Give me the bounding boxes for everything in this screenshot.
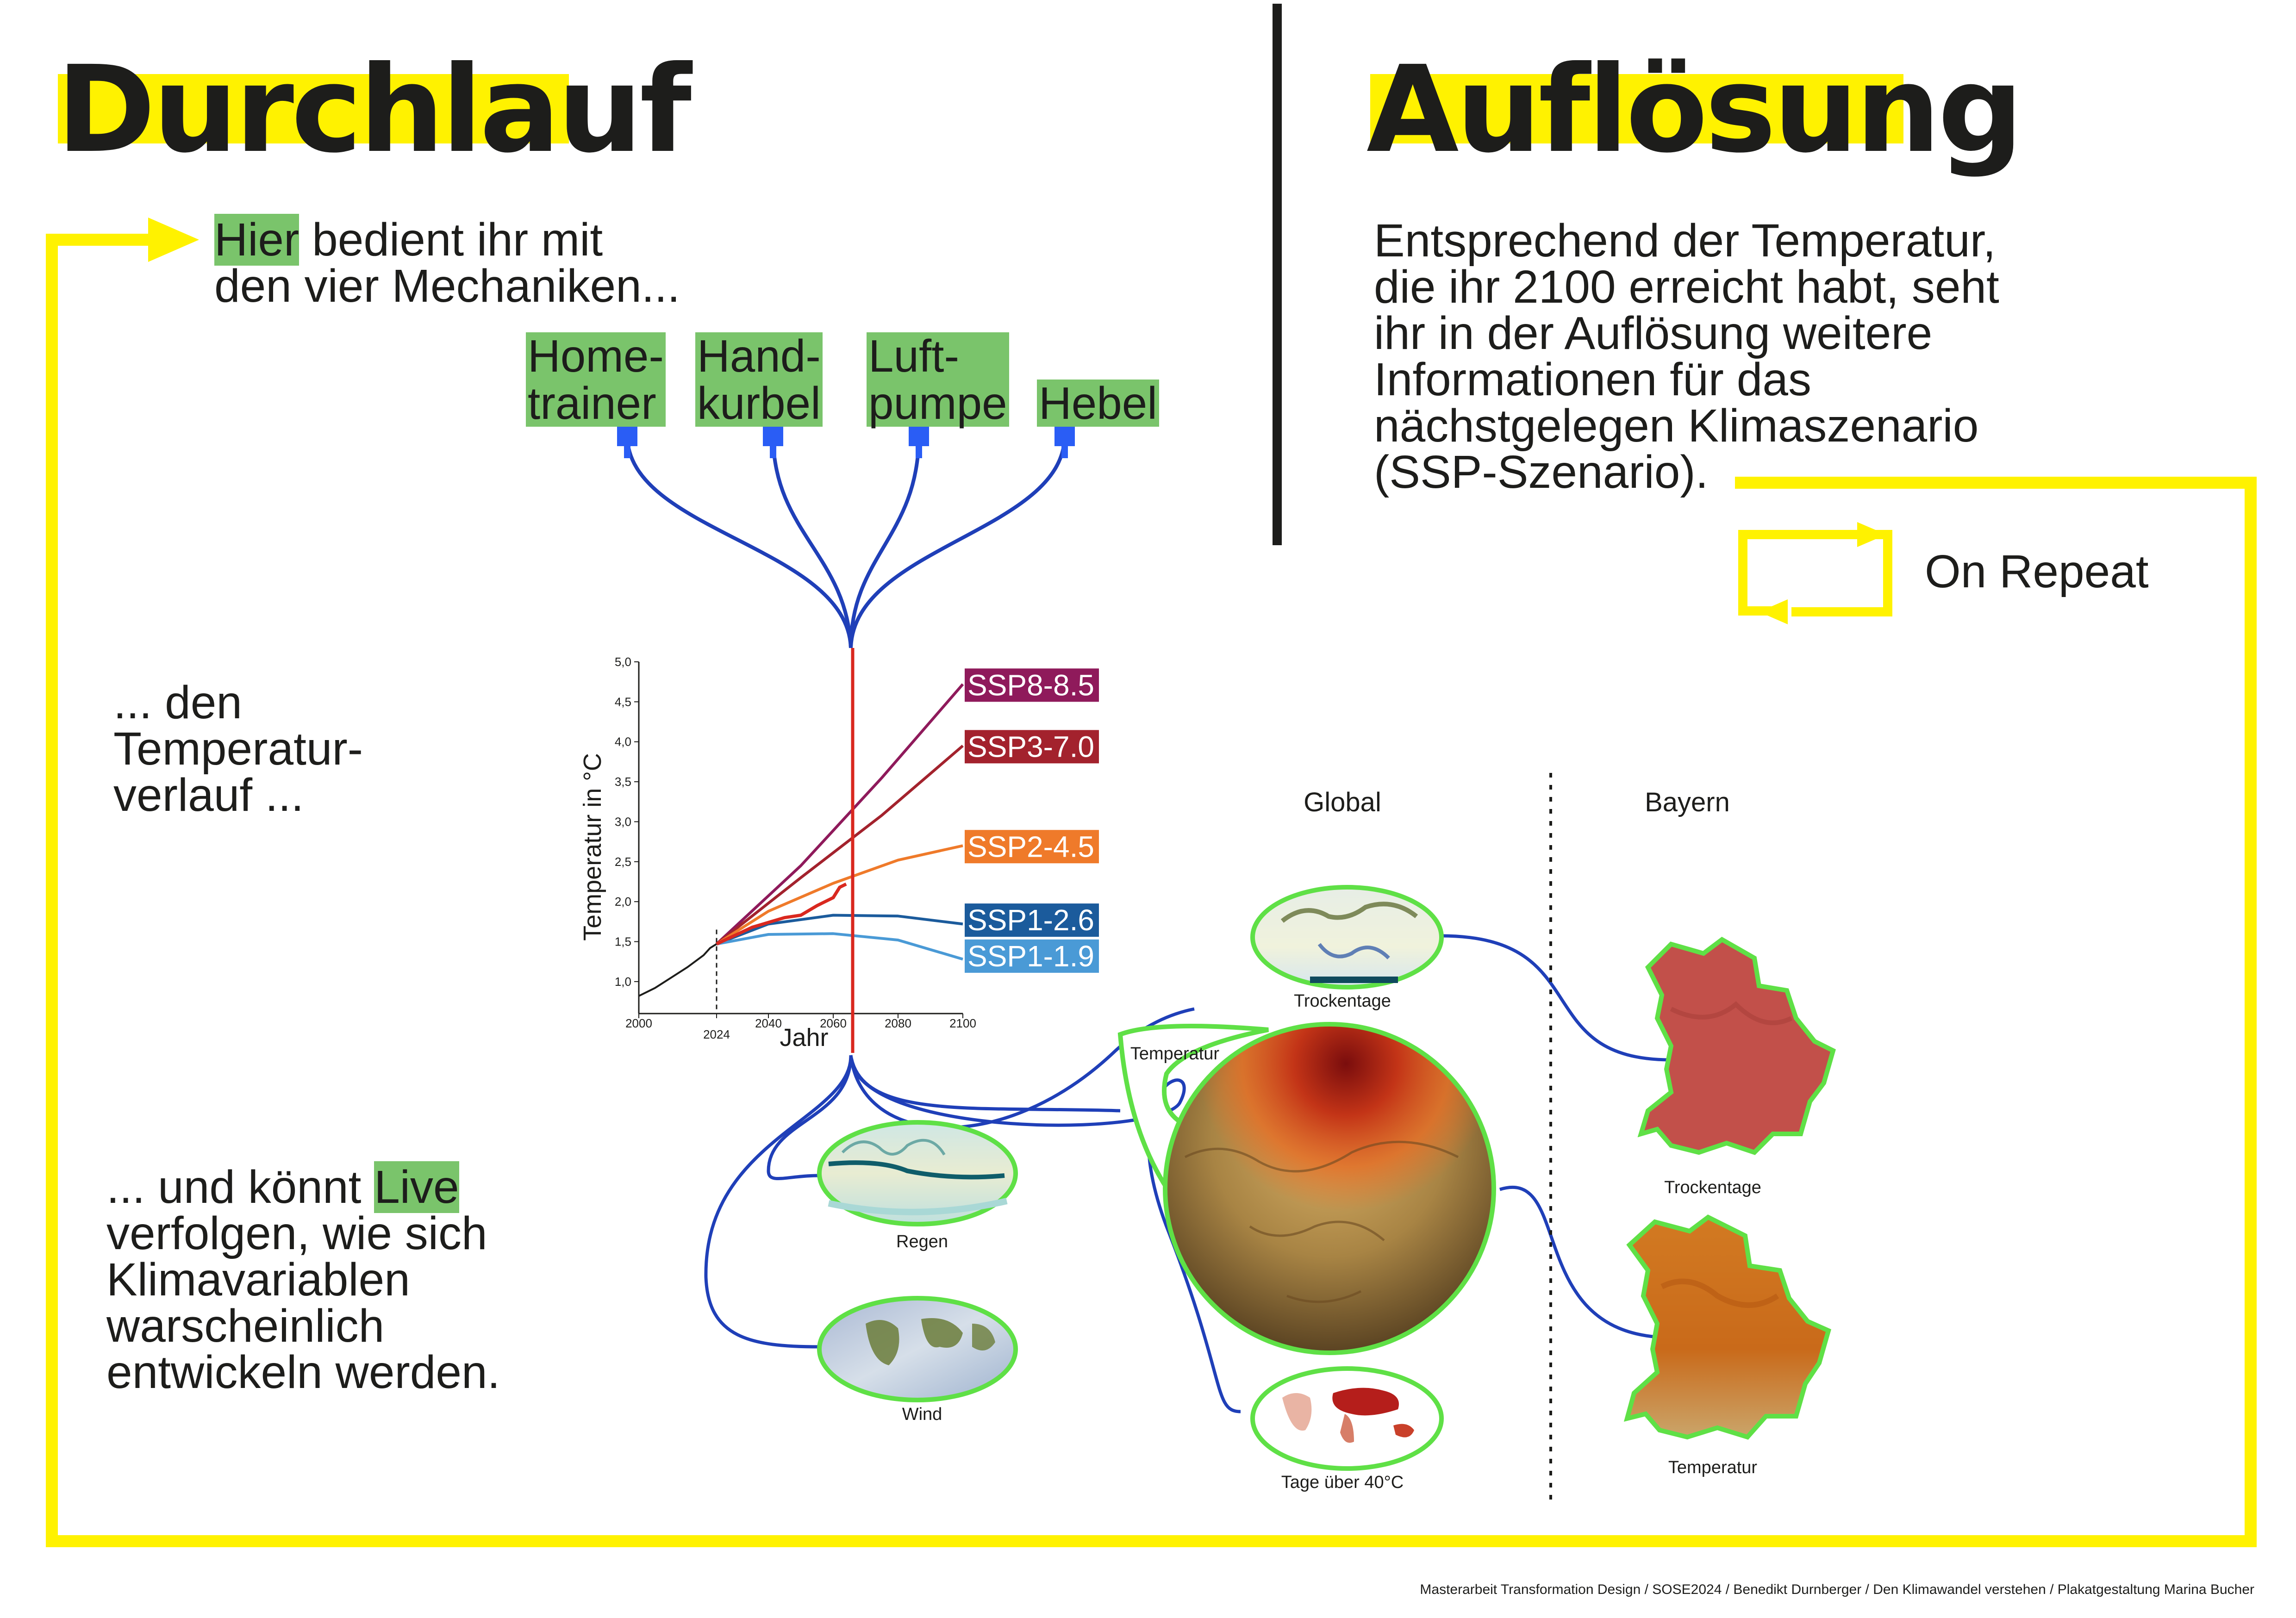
caption-trockentage-global: Trockentage [1294, 991, 1391, 1011]
caption-temperatur-global: Temperatur [1130, 1044, 1220, 1064]
x-tick-label: 2100 [949, 1016, 976, 1030]
bayern-trockentage-map [1637, 937, 1836, 1155]
live-run-line [716, 883, 847, 946]
flow-frame [46, 234, 2257, 1547]
mechanic-luftpumpe[interactable]: Luft- pumpe [867, 332, 1009, 427]
middle-text: ... den Temperatur- verlauf ... [113, 677, 363, 821]
y-tick-label: 3,5 [615, 775, 631, 789]
bottom-highlight: Live [374, 1161, 459, 1213]
history-line [638, 943, 718, 997]
series-label-box [965, 668, 1099, 702]
bottom-pre: ... und könnt [106, 1161, 374, 1213]
y-tick-label: 4,0 [615, 735, 631, 749]
series-label-ssp8-8.5: SSP8-8.5 [965, 668, 1099, 702]
y-tick-label: 1,0 [615, 975, 631, 989]
bottom-rest: verfolgen, wie sich Klimavariablen warsc… [106, 1207, 500, 1398]
series-line-ssp1-2.6 [716, 914, 963, 946]
right-title: Auflösung [1366, 40, 2023, 179]
temperatur-globe [1117, 1022, 1496, 1355]
y-tick-label: 3,0 [615, 815, 631, 828]
y-tick-label: 4,5 [615, 695, 631, 709]
wind-map [817, 1296, 1018, 1402]
column-divider [1273, 4, 1282, 545]
caption-trockentage-bayern: Trockentage [1664, 1178, 1761, 1197]
series-label-box [965, 830, 1099, 864]
trockentage-global-map [1250, 885, 1444, 989]
series-label-ssp3-7.0: SSP3-7.0 [965, 730, 1099, 764]
resolution-description: Entsprechend der Temperatur, die ihr 210… [1374, 215, 1999, 498]
regen-map [817, 1120, 1018, 1226]
bayern-temperatur-map [1623, 1214, 1832, 1440]
map-cables [704, 934, 1672, 1413]
mechanic-handkurbel[interactable]: Hand- kurbel [695, 332, 823, 427]
intro-rest: bedient ihr mit den vier Mechaniken... [214, 214, 680, 312]
mechanic-plugs [617, 427, 1075, 458]
x-tick-label: 2080 [885, 1016, 911, 1030]
x-tick-label: 2060 [820, 1016, 847, 1030]
series-label-box [965, 730, 1099, 764]
caption-wind: Wind [902, 1405, 942, 1424]
series-label-text: SSP1-2.6 [967, 903, 1094, 937]
y-tick-label: 1,5 [615, 935, 631, 949]
left-title: Durchlauf [56, 40, 692, 179]
x-axis-label: Jahr [780, 1024, 828, 1052]
series-label-text: SSP8-8.5 [967, 668, 1094, 702]
intro-text: Hier bedient ihr mit den vier Mechaniken… [214, 214, 680, 312]
series-line-ssp8-8.5 [715, 683, 964, 945]
series-label-box [965, 939, 1099, 973]
footer-credits: Masterarbeit Transformation Design / SOS… [1420, 1582, 2254, 1597]
series-label-ssp1-2.6: SSP1-2.6 [965, 903, 1099, 937]
mechanic-hometrainer[interactable]: Home- trainer [526, 332, 666, 427]
title-highlight-right [1370, 74, 1903, 143]
x-tick-label: 2024 [703, 1027, 730, 1041]
flow-arrow-head-icon [148, 218, 199, 262]
series-label-ssp2-4.5: SSP2-4.5 [965, 830, 1099, 864]
series-line-ssp3-7.0 [716, 745, 964, 946]
mechanic-cables [625, 435, 1067, 648]
bayern-heading: Bayern [1645, 787, 1730, 817]
x-tick-label: 2000 [625, 1016, 652, 1030]
bottom-text: ... und könnt Live verfolgen, wie sich K… [106, 1161, 500, 1398]
tage-ueber-40-map [1250, 1366, 1444, 1471]
intro-highlight: Hier [214, 214, 299, 266]
series-line-ssp2-4.5 [716, 844, 963, 946]
caption-temperatur-bayern: Temperatur [1668, 1458, 1758, 1477]
series-label-box [965, 903, 1099, 937]
mechanic-hebel[interactable]: Hebel [1037, 380, 1160, 427]
y-tick-label: 5,0 [615, 655, 631, 669]
series-line-ssp1-1.9 [716, 932, 963, 961]
series-label-text: SSP1-1.9 [967, 940, 1094, 973]
temperature-chart: SSP8-8.5SSP3-7.0SSP2-4.5SSP1-2.6SSP1-1.9… [579, 648, 1099, 1053]
global-heading: Global [1304, 787, 1381, 817]
caption-regen: Regen [896, 1232, 948, 1251]
y-axis-label: Temperatur in °C [579, 753, 606, 941]
x-tick-label: 2040 [755, 1016, 782, 1030]
series-label-text: SSP3-7.0 [967, 730, 1094, 763]
series-label-ssp1-1.9: SSP1-1.9 [965, 939, 1099, 973]
y-tick-label: 2,5 [615, 855, 631, 869]
repeat-loop-icon [1738, 530, 1892, 616]
y-tick-label: 2,0 [615, 895, 631, 909]
title-highlight-left [58, 74, 569, 143]
caption-tage-ueber-40: Tage über 40°C [1281, 1473, 1404, 1492]
repeat-label: On Repeat [1925, 546, 2149, 597]
series-label-text: SSP2-4.5 [967, 830, 1094, 863]
